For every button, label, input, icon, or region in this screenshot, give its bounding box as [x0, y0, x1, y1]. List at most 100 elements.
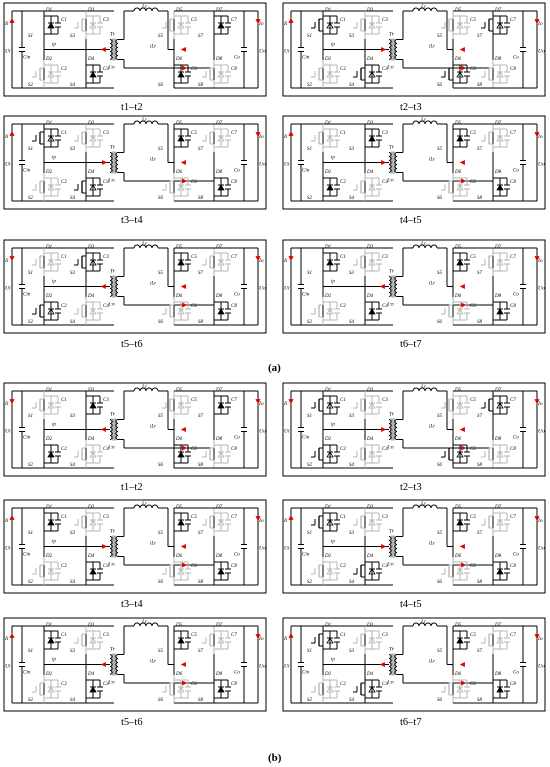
cap-label: C7: [231, 515, 237, 520]
switch-label: S2: [307, 463, 313, 468]
current-arrow: [459, 46, 465, 53]
output-voltage-label: Uo: [538, 546, 545, 552]
switch-label: S7: [477, 271, 483, 276]
diode-label: D6: [175, 294, 183, 299]
switch-label: S7: [198, 531, 204, 536]
transformer-winding: [109, 431, 113, 436]
diode-symbol: [89, 637, 97, 644]
diode-label: D6: [454, 554, 462, 559]
input-current-label: Ii: [4, 21, 9, 27]
transformer-winding: [394, 51, 398, 56]
cap-label: C5: [470, 131, 476, 136]
diode-label: D4: [366, 672, 374, 677]
transformer-winding: [109, 47, 113, 52]
switch-label: S3: [70, 271, 76, 276]
diode-symbol: [89, 519, 97, 526]
cap-label: C8: [231, 67, 237, 72]
switch-label: S3: [349, 414, 355, 419]
inductor-label: Lr: [420, 501, 427, 507]
output-voltage-label: Uo: [259, 286, 266, 292]
cap-label: C7: [510, 398, 516, 403]
transformer-winding: [394, 156, 398, 161]
transformer-winding: [394, 423, 398, 428]
transformer-winding: [394, 540, 398, 545]
diode-symbol: [47, 686, 55, 693]
cap-label: C6: [191, 67, 197, 72]
diode-label: D8: [215, 437, 223, 442]
diode-label: D8: [494, 554, 502, 559]
transformer-winding: [388, 39, 392, 44]
diode-label: D2: [324, 170, 332, 175]
cap-label: C1: [340, 398, 346, 403]
diode-symbol: [89, 184, 97, 191]
transformer-label: Tr: [389, 647, 395, 653]
cap-label: C4: [103, 67, 109, 72]
diode-label: D3: [87, 121, 95, 126]
transformer-winding: [115, 666, 119, 671]
secondary-current-label: iLr: [150, 542, 156, 547]
current-arrow: [288, 256, 294, 262]
switch-cell-S5: D5C5S5: [158, 245, 197, 276]
circuit-panel: UiIiCinD1C1S1D3C3S3D2C2S2D4C4S4ipTr1:nLr…: [282, 2, 546, 113]
switch-cell-S7: D7C7S7: [477, 388, 516, 419]
cap-label: C6: [191, 682, 197, 687]
transformer-winding: [115, 552, 119, 557]
transformer-winding: [115, 160, 119, 165]
cap-label: C3: [103, 131, 109, 136]
transformer-winding: [388, 431, 392, 436]
switch-label: S8: [198, 698, 204, 703]
current-arrow: [182, 445, 188, 451]
diode-symbol: [177, 568, 185, 575]
diode-label: D1: [45, 505, 52, 510]
current-arrow: [9, 514, 15, 520]
cap-label: C3: [382, 18, 388, 23]
switch-label: S1: [28, 414, 33, 419]
cap-label: C3: [103, 18, 109, 23]
diode-symbol: [217, 71, 225, 78]
switch-label: S6: [437, 196, 443, 201]
diode-label: D1: [324, 388, 331, 393]
diode-symbol: [89, 135, 97, 142]
circuit-panel: UiIiCinD1C1S1D3C3S3D2C2S2D4C4S4ipTr1:nLr…: [282, 499, 546, 610]
inductor-coil: [412, 120, 420, 125]
switch-label: S2: [28, 83, 34, 88]
input-current-label: Ii: [283, 258, 288, 264]
cap-label: C6: [470, 67, 476, 72]
panel-caption: t2–t3: [400, 102, 422, 113]
cap-label: C6: [470, 447, 476, 452]
diode-label: D3: [366, 623, 374, 628]
panel-caption: t1–t2: [121, 102, 143, 113]
diode-label: D8: [215, 554, 223, 559]
secondary-current-label: iLr: [150, 425, 156, 430]
output-cap-label: Co: [234, 553, 240, 558]
current-arrow: [102, 543, 108, 550]
switch-label: S4: [349, 83, 355, 88]
diode-label: D4: [87, 672, 95, 677]
output-current-label: Io: [537, 636, 543, 642]
diode-label: D8: [215, 672, 223, 677]
diode-label: D2: [324, 57, 332, 62]
switch-label: S2: [307, 196, 313, 201]
cap-label: C5: [470, 515, 476, 520]
transformer-winding: [388, 168, 392, 173]
diode-label: D6: [175, 170, 183, 175]
transformer-winding: [388, 280, 392, 285]
cap-label: C5: [470, 398, 476, 403]
current-arrow: [534, 399, 540, 405]
current-arrow: [459, 283, 465, 290]
output-current-label: Io: [258, 636, 264, 642]
output-cap-label: Co: [513, 671, 519, 676]
diode-symbol: [326, 22, 334, 29]
transformer-winding: [115, 654, 119, 659]
